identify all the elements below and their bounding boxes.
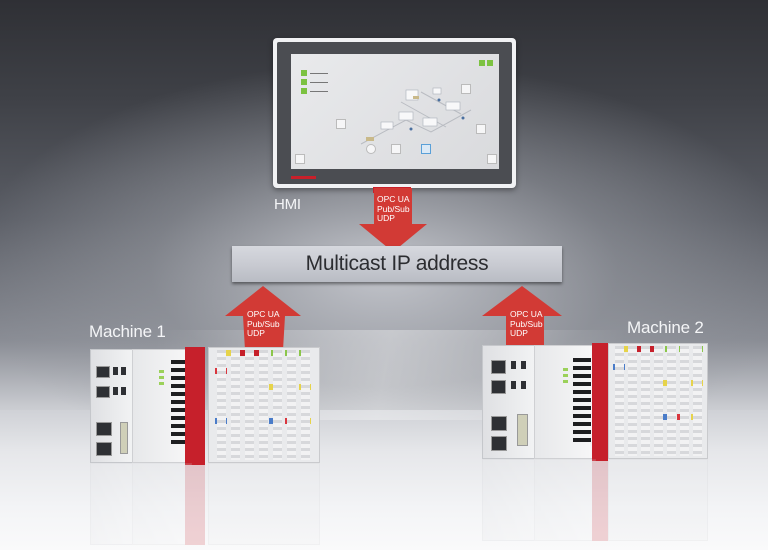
- power-module: [132, 349, 192, 463]
- power-module: [534, 345, 596, 459]
- edit-icon: [461, 84, 471, 94]
- brand-stripe: [185, 347, 205, 465]
- usb-port-icon: [511, 361, 516, 369]
- status-led: [563, 374, 568, 377]
- usb-port-icon: [113, 387, 118, 395]
- ethernet-port-icon: [96, 442, 112, 456]
- hmi-status-buttons: [479, 60, 493, 66]
- back-icon: [295, 154, 305, 164]
- check-icon: [301, 79, 307, 85]
- ethernet-port-icon: [96, 422, 112, 436]
- machine-1-reflection: [90, 463, 320, 545]
- machine-2-reflection: [482, 459, 712, 541]
- production-line-illustration: [360, 87, 472, 145]
- multicast-label: Multicast IP address: [305, 252, 489, 275]
- hmi-label: HMI: [274, 196, 301, 213]
- usb-port-icon: [521, 381, 526, 389]
- hmi-bezel: [277, 42, 512, 184]
- hmi-panel: [273, 38, 516, 188]
- ethernet-port-icon: [491, 380, 506, 394]
- machine-2-label: Machine 2: [627, 318, 704, 337]
- usb-port-icon: [121, 367, 126, 375]
- status-led: [563, 380, 568, 383]
- hmi-screen: [291, 54, 499, 169]
- list-icon: [336, 119, 346, 129]
- machine-1-label: Machine 1: [89, 322, 166, 341]
- chart-icon: [476, 124, 486, 134]
- hmi-menu: [301, 66, 328, 97]
- usb-port-icon: [521, 361, 526, 369]
- arrow-label: OPC UA Pub/Sub UDP: [510, 309, 543, 338]
- status-led: [563, 368, 568, 371]
- expand-icon: [487, 154, 497, 164]
- ethernet-port-icon: [491, 436, 507, 451]
- gear-icon: [421, 144, 431, 154]
- arrow-down-icon: [359, 188, 427, 252]
- hmi-menu-item: [301, 88, 328, 94]
- arrow-up-icon: [482, 286, 562, 348]
- cpu-module: [90, 349, 134, 463]
- status-icon: [487, 60, 493, 66]
- cpu-module: [482, 345, 536, 459]
- hmi-menu-item: [301, 70, 328, 76]
- dvi-port-icon: [120, 422, 128, 454]
- usb-port-icon: [511, 381, 516, 389]
- usb-port-icon: [121, 387, 126, 395]
- io-terminals: [608, 343, 708, 459]
- ethernet-port-icon: [96, 366, 110, 378]
- status-led: [159, 382, 164, 385]
- status-led: [159, 370, 164, 373]
- multicast-ip-address-box: Multicast IP address: [232, 246, 562, 282]
- window-icon: [391, 144, 401, 154]
- arrow-machine2-to-multicast: OPC UA Pub/Sub UDP: [480, 286, 564, 348]
- arrow-hmi-to-multicast: OPC UA Pub/Sub UDP: [357, 188, 429, 254]
- check-icon: [301, 88, 307, 94]
- machine-2-controller: [482, 343, 712, 461]
- arrow-label: OPC UA Pub/Sub UDP: [377, 194, 410, 223]
- arrow-up-icon: [225, 286, 301, 350]
- dvi-port-icon: [517, 414, 528, 446]
- usb-port-icon: [113, 367, 118, 375]
- hmi-menu-item: [301, 79, 328, 85]
- status-icon: [479, 60, 485, 66]
- ethernet-port-icon: [491, 360, 506, 374]
- status-led: [159, 376, 164, 379]
- check-icon: [301, 70, 307, 76]
- ethernet-port-icon: [491, 416, 507, 431]
- io-terminals: [208, 347, 320, 463]
- hmi-brand-logo: [291, 176, 316, 179]
- machine-1-controller: [90, 347, 320, 465]
- brand-stripe: [592, 343, 608, 461]
- arrow-label: OPC UA Pub/Sub UDP: [247, 309, 280, 338]
- ethernet-port-icon: [96, 386, 110, 398]
- arrow-machine1-to-multicast: OPC UA Pub/Sub UDP: [223, 286, 303, 350]
- clock-icon: [366, 144, 376, 154]
